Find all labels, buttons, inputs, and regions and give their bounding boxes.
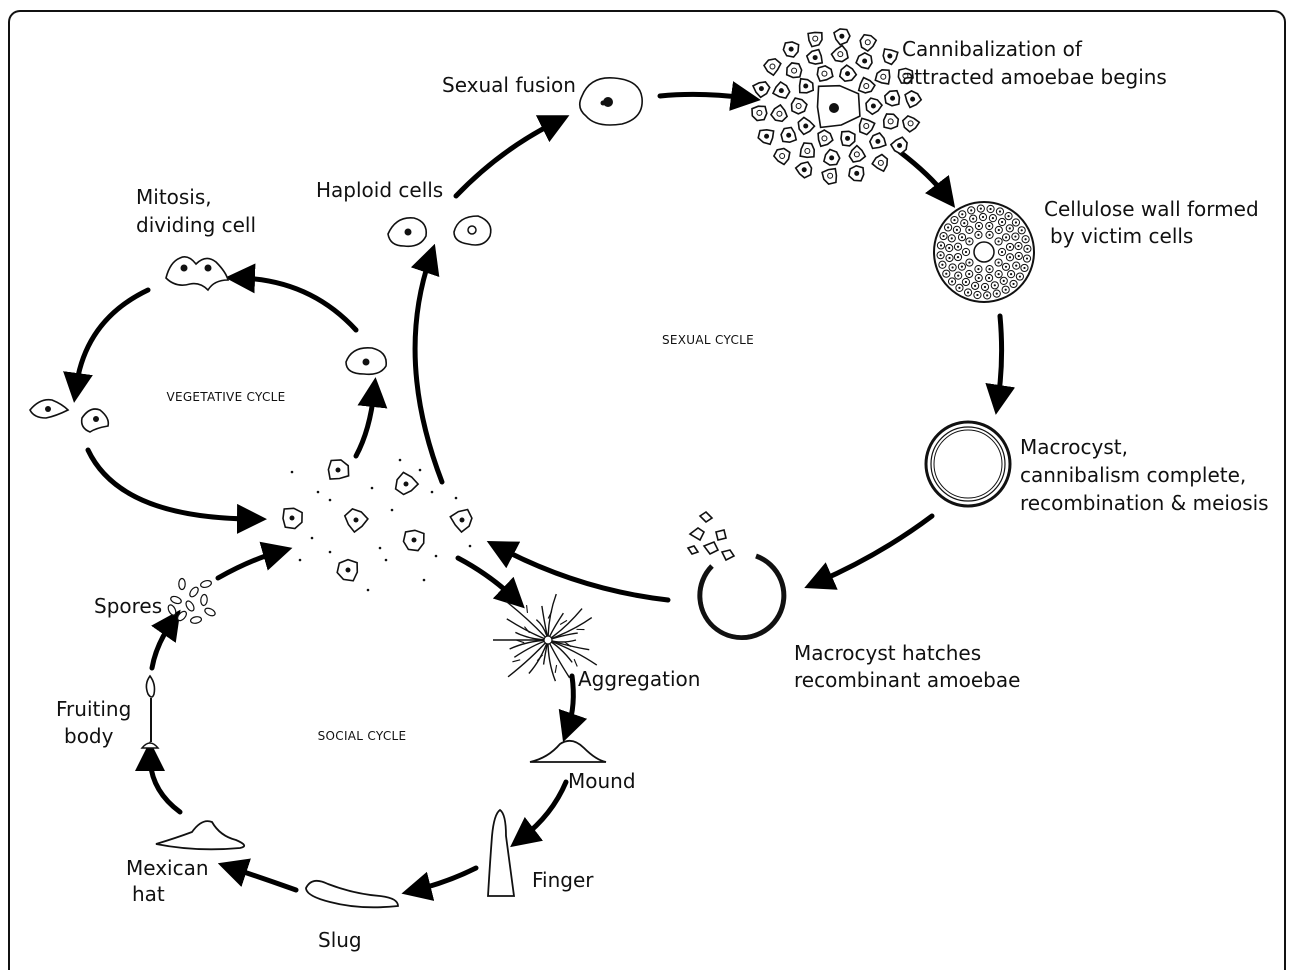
arrow-amoebae-to-cell <box>356 392 374 456</box>
arrow-hat-to-fruiting <box>150 756 180 812</box>
haploid-cells-label: Haploid cells <box>316 178 443 202</box>
finger-label: Finger <box>532 868 594 892</box>
fruiting-body-illustration <box>142 676 158 748</box>
slug-illustration <box>306 881 398 908</box>
vegetative-cycle-label: VEGETATIVE CYCLE <box>166 390 285 404</box>
spores-illustration <box>167 579 217 625</box>
fruiting-body-label: Fruiting body <box>56 697 138 748</box>
cellulose-wall-illustration <box>934 202 1034 302</box>
mitosis-cell-illustration <box>166 257 228 290</box>
mitosis-label: Mitosis, dividing cell <box>136 185 256 237</box>
macrocyst-illustration <box>926 422 1010 506</box>
arrow-hatch-to-amoebae <box>500 548 668 600</box>
arrow-wall-to-macrocyst <box>998 316 1002 400</box>
arrow-fruiting-to-spores <box>152 622 172 668</box>
slug-label: Slug <box>318 928 362 952</box>
arrow-slug-to-hat <box>232 868 296 890</box>
aggregation-label: Aggregation <box>578 667 700 691</box>
arrow-daughters-to-amoebae <box>88 450 252 519</box>
arrow-amoebae-to-haploid <box>415 258 442 482</box>
finger-illustration <box>488 810 514 896</box>
arrow-mitosis-to-daughters <box>76 290 148 388</box>
sexual-fusion-label: Sexual fusion <box>442 73 576 97</box>
macrocyst-hatches-label: Macrocyst hatches recombinant amoebae <box>794 641 1020 692</box>
haploid-cells-illustration <box>388 216 491 246</box>
arrow-haploid-to-fusion <box>456 122 556 196</box>
mexican-hat-illustration <box>156 821 244 849</box>
mound-illustration <box>530 741 606 762</box>
arrow-macrocyst-to-hatch <box>818 516 932 582</box>
mexican-hat-label: Mexican hat <box>126 856 215 906</box>
macrocyst-hatching-illustration <box>688 512 784 638</box>
vegetative-cell-illustration <box>346 348 386 375</box>
cannibalization-label: Cannibalization of attracted amoebae beg… <box>902 37 1167 89</box>
arrow-spores-to-amoebae <box>218 552 278 578</box>
arrow-cannibalization-to-wall <box>900 152 946 196</box>
arrow-cell-to-mitosis <box>240 278 356 330</box>
spores-label: Spores <box>94 594 162 618</box>
sexual-fusion-illustration <box>580 78 642 125</box>
daughter-cells-illustration <box>30 400 108 432</box>
cellulose-wall-label: Cellulose wall formed by victim cells <box>1044 197 1265 248</box>
macrocyst-label: Macrocyst, cannibalism complete, recombi… <box>1020 435 1269 515</box>
cannibalization-illustration <box>752 29 921 184</box>
arrow-finger-to-slug <box>416 868 476 890</box>
amoebae-field-illustration <box>283 459 472 592</box>
arrow-aggregation-to-mound <box>568 676 573 728</box>
arrow-amoebae-to-aggregation <box>458 558 514 598</box>
sexual-cycle-label: SEXUAL CYCLE <box>662 333 754 347</box>
mound-label: Mound <box>568 769 636 793</box>
arrow-fusion-to-cannibalization <box>660 94 746 98</box>
arrow-mound-to-finger <box>522 782 566 838</box>
social-cycle-label: SOCIAL CYCLE <box>318 729 407 743</box>
